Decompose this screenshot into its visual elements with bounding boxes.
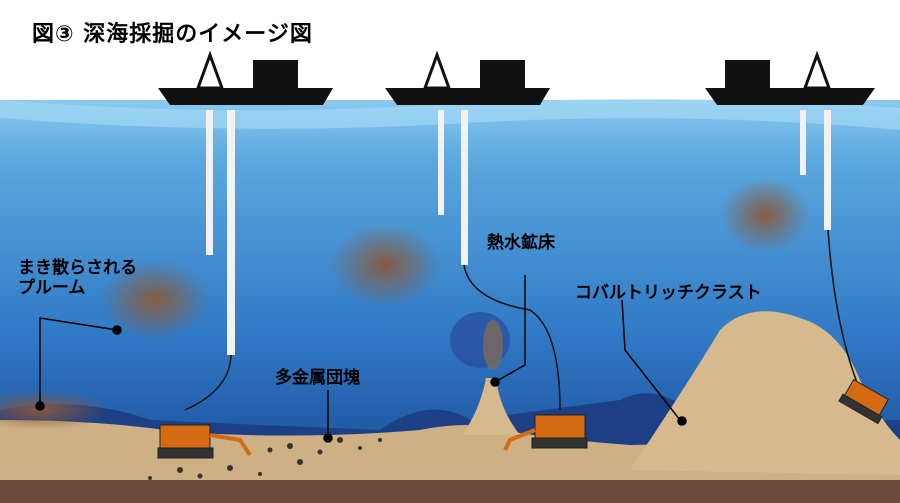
pipes [206,110,831,355]
mining-machines [157,378,890,459]
label-nodules: 多金属団塊 [275,368,360,388]
seamount [630,311,900,475]
label-cobalt-crust: コバルトリッチクラスト [575,283,762,303]
bedrock [0,480,900,503]
label-plume: まき散らされる プルーム [18,258,137,298]
label-hydrothermal: 熱水鉱床 [487,233,555,253]
callout-lines [35,275,687,443]
label-plume-line1: まき散らされる [18,258,137,278]
nodules [148,437,382,480]
hydrothermal-vent [462,378,520,435]
sea-surface [0,98,900,130]
plumes [0,177,810,430]
ships [158,50,875,105]
diagram-title: 図③ 深海採掘のイメージ図 [32,22,313,47]
label-plume-line2: プルーム [18,278,86,298]
vent-smoke-brown [483,320,503,370]
cables [184,229,861,411]
